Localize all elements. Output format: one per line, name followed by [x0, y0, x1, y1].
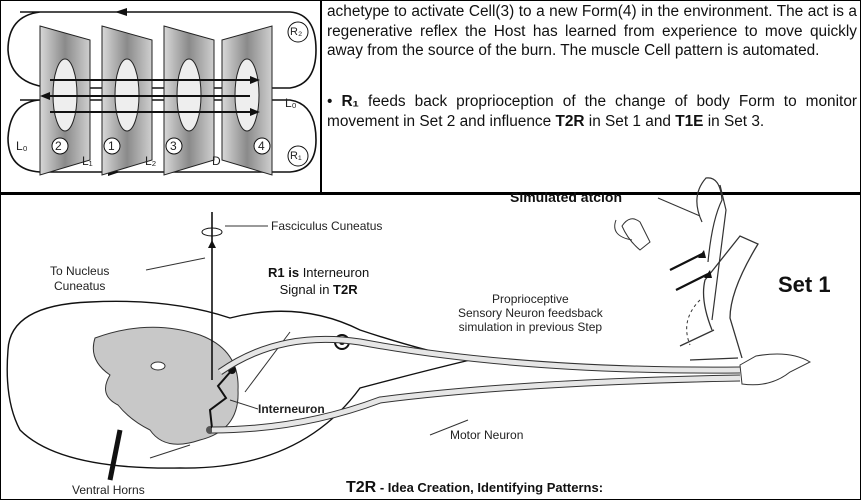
- ventral-horns-label: Ventral Horns: [72, 483, 145, 497]
- r1-line: Signal in T2R: [268, 281, 369, 298]
- simulated-action-label: Simulated atcion: [510, 190, 622, 204]
- r1-title: R1 is Interneuron Signal in T2R: [268, 264, 369, 298]
- fasciculus-label: Fasciculus Cuneatus: [271, 219, 382, 233]
- r1-line-bold: T2R: [333, 282, 358, 297]
- motor-neuron-label: Motor Neuron: [450, 428, 523, 442]
- interneuron-label: Interneuron: [258, 402, 325, 416]
- caption-text: - Idea Creation, Identifying Patterns:: [376, 480, 603, 495]
- nucleus-line: To Nucleus: [50, 264, 109, 279]
- caption: T2R - Idea Creation, Identifying Pattern…: [346, 480, 603, 496]
- nucleus-label: To Nucleus Cuneatus: [50, 264, 109, 294]
- nucleus-line: Cuneatus: [50, 279, 109, 294]
- hand: [740, 354, 810, 385]
- forearm: [704, 236, 758, 358]
- proprio-line: simulation in previous Step: [458, 320, 603, 334]
- proprio-line: Proprioceptive: [458, 292, 603, 306]
- r1-line-text: Interneuron: [299, 265, 369, 280]
- proprio-label: Proprioceptive Sensory Neuron feedsback …: [458, 292, 603, 334]
- r1-line: R1 is Interneuron: [268, 264, 369, 281]
- set-label: Set 1: [778, 272, 831, 298]
- proprio-line: Sensory Neuron feedsback: [458, 306, 603, 320]
- r1-line-bold: R1 is: [268, 265, 299, 280]
- caption-term: T2R: [346, 479, 376, 496]
- r1-line-text: Signal in: [280, 282, 333, 297]
- spinal-cord-outline: [7, 301, 470, 468]
